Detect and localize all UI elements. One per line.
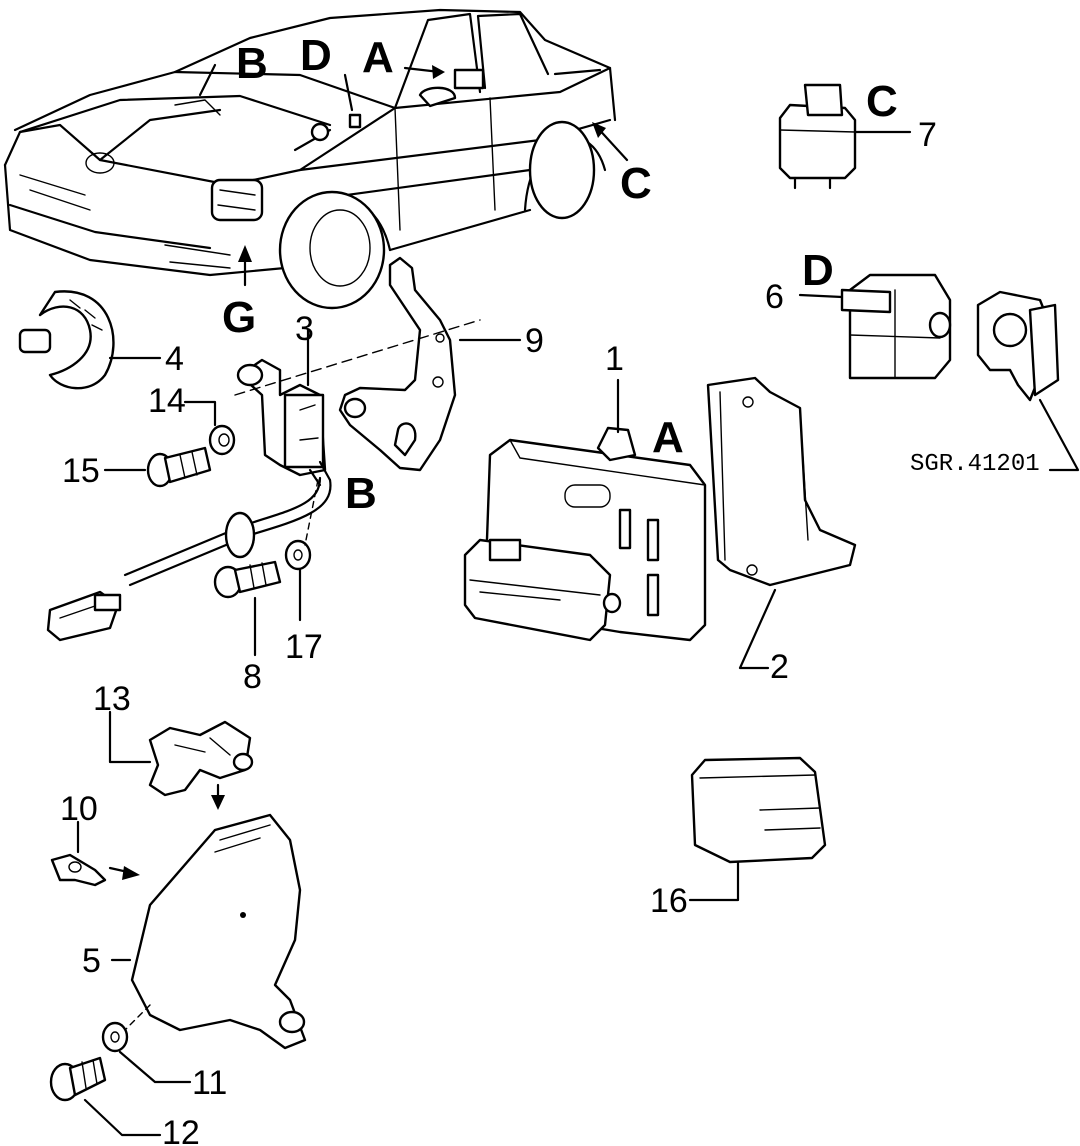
screw-part-12 xyxy=(49,1056,162,1137)
car-letter-C: C xyxy=(620,159,652,208)
screw-part-8 xyxy=(213,560,282,657)
switch-part-3 xyxy=(236,328,332,487)
relay-part-7 xyxy=(778,83,912,190)
callout-8: 8 xyxy=(243,658,262,696)
car-letter-D: D xyxy=(300,31,332,80)
callout-1: 1 xyxy=(605,340,624,378)
car-letter-A: A xyxy=(362,33,394,82)
cable-harness xyxy=(46,476,332,642)
mounting-bracket-right xyxy=(976,290,1080,472)
sensor-part-6 xyxy=(798,273,952,380)
clip-part-10 xyxy=(50,820,140,887)
washer-part-11 xyxy=(101,1004,192,1084)
car-letter-G: G xyxy=(222,293,256,342)
relay-letter-C: C xyxy=(866,77,898,126)
clip-part-13 xyxy=(108,710,254,810)
callout-10: 10 xyxy=(60,790,98,828)
callout-4: 4 xyxy=(165,340,184,378)
callout-3: 3 xyxy=(295,310,314,348)
callout-5: 5 xyxy=(82,942,101,980)
car-letter-B: B xyxy=(236,39,268,88)
cover-part-5 xyxy=(110,813,307,1050)
hose-clamp-part-4 xyxy=(18,290,162,390)
callout-7: 7 xyxy=(918,116,937,154)
callout-16: 16 xyxy=(650,882,688,920)
relay-box-part-16 xyxy=(688,756,827,902)
part-letter-D: D xyxy=(802,246,834,295)
bracket-part-2 xyxy=(706,376,857,670)
switch-letter-B: B xyxy=(345,469,377,518)
washer-part-14 xyxy=(183,400,236,456)
reference-code: SGR.41201 xyxy=(910,451,1040,478)
callout-14: 14 xyxy=(148,382,186,420)
callout-11: 11 xyxy=(192,1064,227,1102)
callout-15: 15 xyxy=(62,452,100,490)
callout-12: 12 xyxy=(162,1114,200,1146)
washer-part-17 xyxy=(284,479,319,622)
callout-6: 6 xyxy=(765,278,784,316)
module-letter-A: A xyxy=(652,413,684,462)
control-module-part-1 xyxy=(463,378,707,642)
callout-13: 13 xyxy=(93,680,131,718)
callout-2: 2 xyxy=(770,648,789,686)
callout-9: 9 xyxy=(525,322,544,360)
screw-part-15 xyxy=(103,446,212,488)
callout-17: 17 xyxy=(285,628,323,666)
car-illustration xyxy=(3,8,629,310)
bracket-part-9 xyxy=(234,256,522,472)
